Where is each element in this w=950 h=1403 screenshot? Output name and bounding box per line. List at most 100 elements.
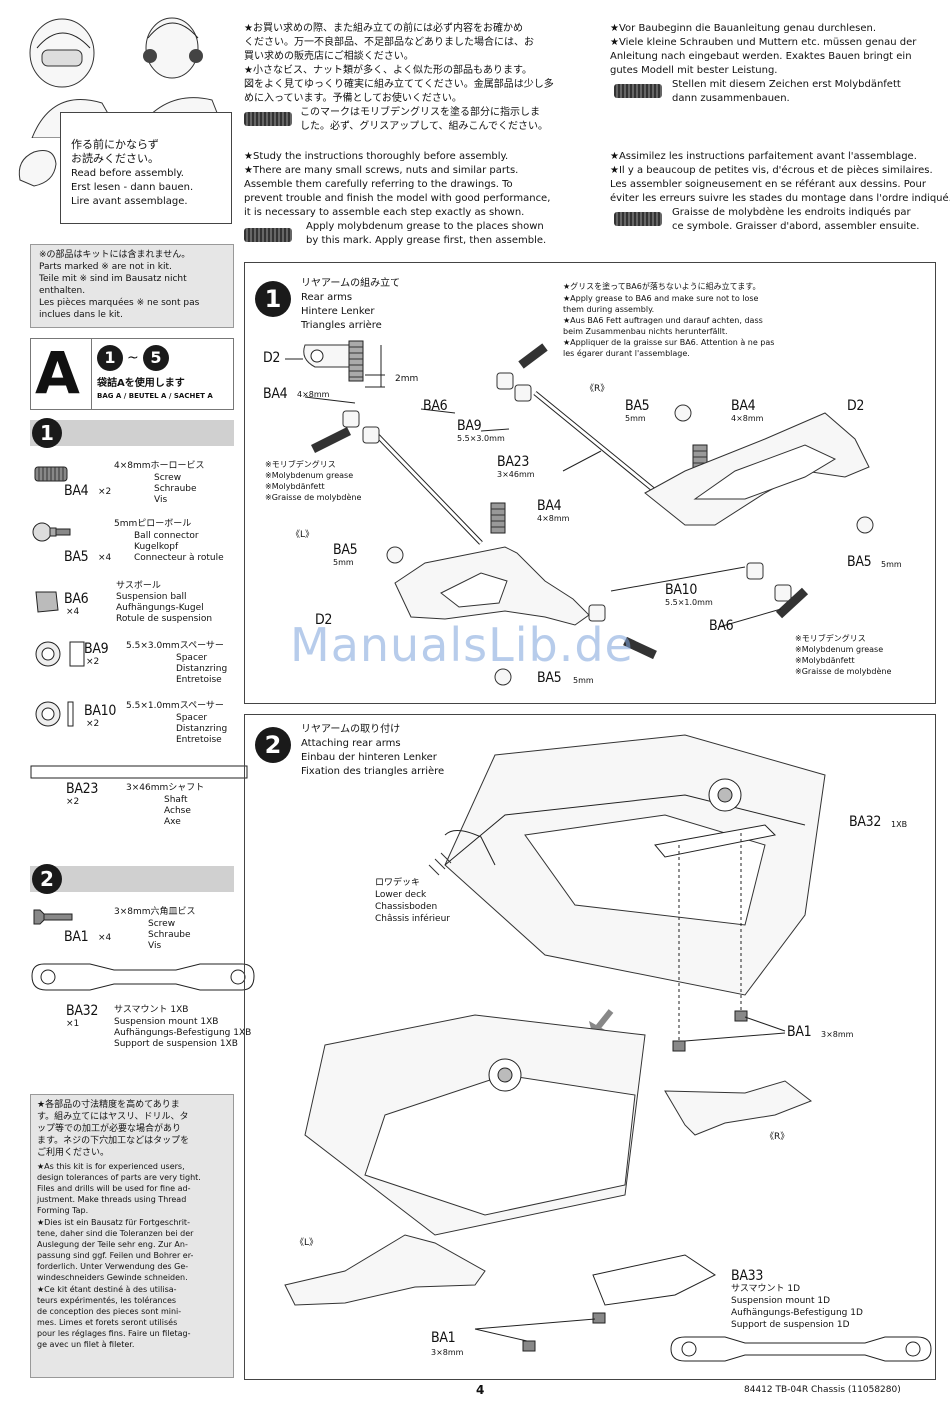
part-code: BA9 xyxy=(84,641,109,657)
parts-step1-num: 1 xyxy=(32,418,62,448)
note-de-line: gutes Modell mit bester Leistung. xyxy=(610,65,778,76)
step1-num: 1 xyxy=(255,281,291,317)
tolerance-line: ご利用ください。 xyxy=(37,1148,110,1158)
note-fr-line: Graisse de molybdène les endroits indiqu… xyxy=(672,207,911,218)
part-code: BA23 xyxy=(66,781,99,797)
label-ba4: BA4 xyxy=(537,498,562,514)
note-jp-line: ください。万一不良部品、不足部品などありました場合には、お xyxy=(244,37,534,48)
grease-label: ※Molybdänfett xyxy=(795,656,855,665)
part-jp: 4×8mmホーロービス xyxy=(114,461,205,471)
grease-brush-icon xyxy=(614,212,662,226)
label-d2: D2 xyxy=(263,350,281,366)
part-jp: 3×8mm六角皿ビス xyxy=(114,907,196,917)
step2-diagram xyxy=(284,734,932,1362)
label-size: 5.5×1.0mm xyxy=(665,598,713,607)
label-right: 《R》 xyxy=(765,1132,790,1142)
intro-fr: Lire avant assemblage. xyxy=(71,196,188,207)
part-line: Support de suspension 1XB xyxy=(114,1039,238,1049)
bag-box: A 1 ~ 5 袋詰Aを使用します BAG A / BEUTEL A / SAC… xyxy=(30,338,234,410)
label-ba23: BA23 xyxy=(497,454,530,470)
part-qty: ×4 xyxy=(98,933,112,943)
bag-jp: 袋詰Aを使用します xyxy=(97,378,185,389)
step2-title-fr: Fixation des triangles arrière xyxy=(301,766,445,777)
ba33-line: サスマウント 1D xyxy=(731,1284,801,1294)
part-line: Suspension mount 1XB xyxy=(114,1017,219,1027)
not-in-kit-line: Parts marked ※ are not in kit. xyxy=(39,262,172,272)
footer-title: 84412 TB-04R Chassis (11058280) xyxy=(744,1385,901,1395)
intro-de: Erst lesen - dann bauen. xyxy=(71,182,194,193)
tolerance-line: ます。ネジの下穴加工などはタップを xyxy=(37,1136,190,1146)
grease-note-line: ★Apply grease to BA6 and make sure not t… xyxy=(563,294,759,303)
part-jp: 5mmピローボール xyxy=(114,519,192,529)
part-qty: ×4 xyxy=(66,607,80,617)
note-jp-line: 買い求めの販売店にご相談ください。 xyxy=(244,51,414,62)
step1-diagram xyxy=(285,340,874,686)
tolerance-line: teurs expérimentés, les tolérances xyxy=(37,1296,177,1305)
step1-panel: 1 リヤアームの組み立て Rear arms Hintere Lenker Tr… xyxy=(244,262,936,704)
part-line: Entretoise xyxy=(176,675,222,685)
part-code: BA1 xyxy=(64,929,89,945)
step1-title-fr: Triangles arrière xyxy=(301,320,382,331)
step1-title-en: Rear arms xyxy=(301,292,353,303)
label-size: 5mm xyxy=(333,558,354,567)
countersunk-screw-icon xyxy=(33,909,73,925)
part-qty: ×2 xyxy=(98,487,112,497)
tolerance-line: ★Dies ist ein Bausatz für Fortgeschrit- xyxy=(37,1218,190,1227)
part-ba10: BA10 ×2 5.5×1.0mmスペーサー Spacer Distanzrin… xyxy=(30,698,240,750)
note-fr-line: éviter les erreurs suivre les stades du … xyxy=(610,193,950,204)
hand-illustration xyxy=(14,140,60,188)
not-in-kit-line: Teile mit ※ sind im Bausatz nicht xyxy=(39,274,187,284)
not-in-kit-line: enthalten. xyxy=(39,286,86,296)
note-jp-line: ★小さなビス、ナット類が多く、よく似た形の部品もあります。 xyxy=(244,65,532,76)
tolerance-line: mes. Limes et forets seront utilisés xyxy=(37,1318,178,1327)
grease-label: ※Graisse de molybdène xyxy=(795,667,892,676)
lower-deck-line: ロワデッキ xyxy=(375,878,421,888)
grease-note-line: beim Zusammenbau nichts herunterfällt. xyxy=(563,327,728,336)
part-line: Shaft xyxy=(164,795,188,805)
step2-title-jp: リヤアームの取り付け xyxy=(301,724,401,735)
set-screw-icon xyxy=(34,466,68,482)
tolerance-line: す。組み立てにはヤスリ、ドリル、タ xyxy=(37,1112,189,1122)
spacer-icon xyxy=(35,701,74,727)
label-ba5: BA5 xyxy=(537,670,562,686)
part-ba1: BA1 ×4 3×8mm六角皿ビス Screw Schraube Vis xyxy=(30,904,240,956)
part-code: BA32 xyxy=(66,1003,99,1019)
part-line: Distanzring xyxy=(176,724,228,734)
label-ba5: BA5 xyxy=(847,554,872,570)
ball-connector-icon xyxy=(32,522,71,542)
part-ba32: BA32 ×1 サスマウント 1XB Suspension mount 1XB … xyxy=(30,958,255,1056)
note-de-line: ★Vor Baubeginn die Bauanleitung genau du… xyxy=(610,23,877,34)
ba33-line: Suspension mount 1D xyxy=(731,1296,831,1306)
step2-title-de: Einbau der hinteren Lenker xyxy=(301,752,437,763)
label-size: 5.5×3.0mm xyxy=(457,434,505,443)
part-code: BA4 xyxy=(64,483,89,499)
part-code: BA6 xyxy=(64,591,89,607)
grease-brush-icon xyxy=(244,112,292,126)
label-size: 5mm xyxy=(625,414,646,423)
label-right: 《R》 xyxy=(585,384,610,394)
step2-title-en: Attaching rear arms xyxy=(301,738,401,749)
note-de-line: dann zusammenbauen. xyxy=(672,93,790,104)
part-qty: ×2 xyxy=(86,719,100,729)
label-size: 3×8mm xyxy=(821,1030,854,1039)
label-ba1: BA1 xyxy=(431,1330,456,1346)
watermark: ManualsLib.de xyxy=(290,618,634,672)
part-line: Entretoise xyxy=(176,735,222,745)
note-de-line: Anleitung nach eingebaut werden. Exaktes… xyxy=(610,51,912,62)
grease-label: ※モリブデングリス xyxy=(795,634,866,643)
part-line: Schraube xyxy=(154,484,197,494)
parts-step1-header: 1 xyxy=(30,418,234,448)
label-size: 4×8mm xyxy=(731,414,764,423)
note-en-line: Assemble them carefully referring to the… xyxy=(244,179,513,190)
part-qty: ×2 xyxy=(86,657,100,667)
spacer-icon xyxy=(35,641,85,667)
bag-range-to: 5 xyxy=(143,345,169,371)
note-fr-line: Les assembler soigneusement en se référa… xyxy=(610,179,926,190)
part-qty: ×4 xyxy=(98,553,112,563)
parts-step2-num: 2 xyxy=(32,864,62,894)
tolerance-line: pour les réglages fins. Faire un filetag… xyxy=(37,1329,191,1338)
tolerance-line: ★各部品の寸法精度を高めてありま xyxy=(37,1100,180,1110)
label-ba4: BA4 xyxy=(263,386,288,402)
label-left: 《L》 xyxy=(291,530,315,540)
tolerance-line: ★Ce kit étant destiné à des utilisa- xyxy=(37,1285,177,1294)
